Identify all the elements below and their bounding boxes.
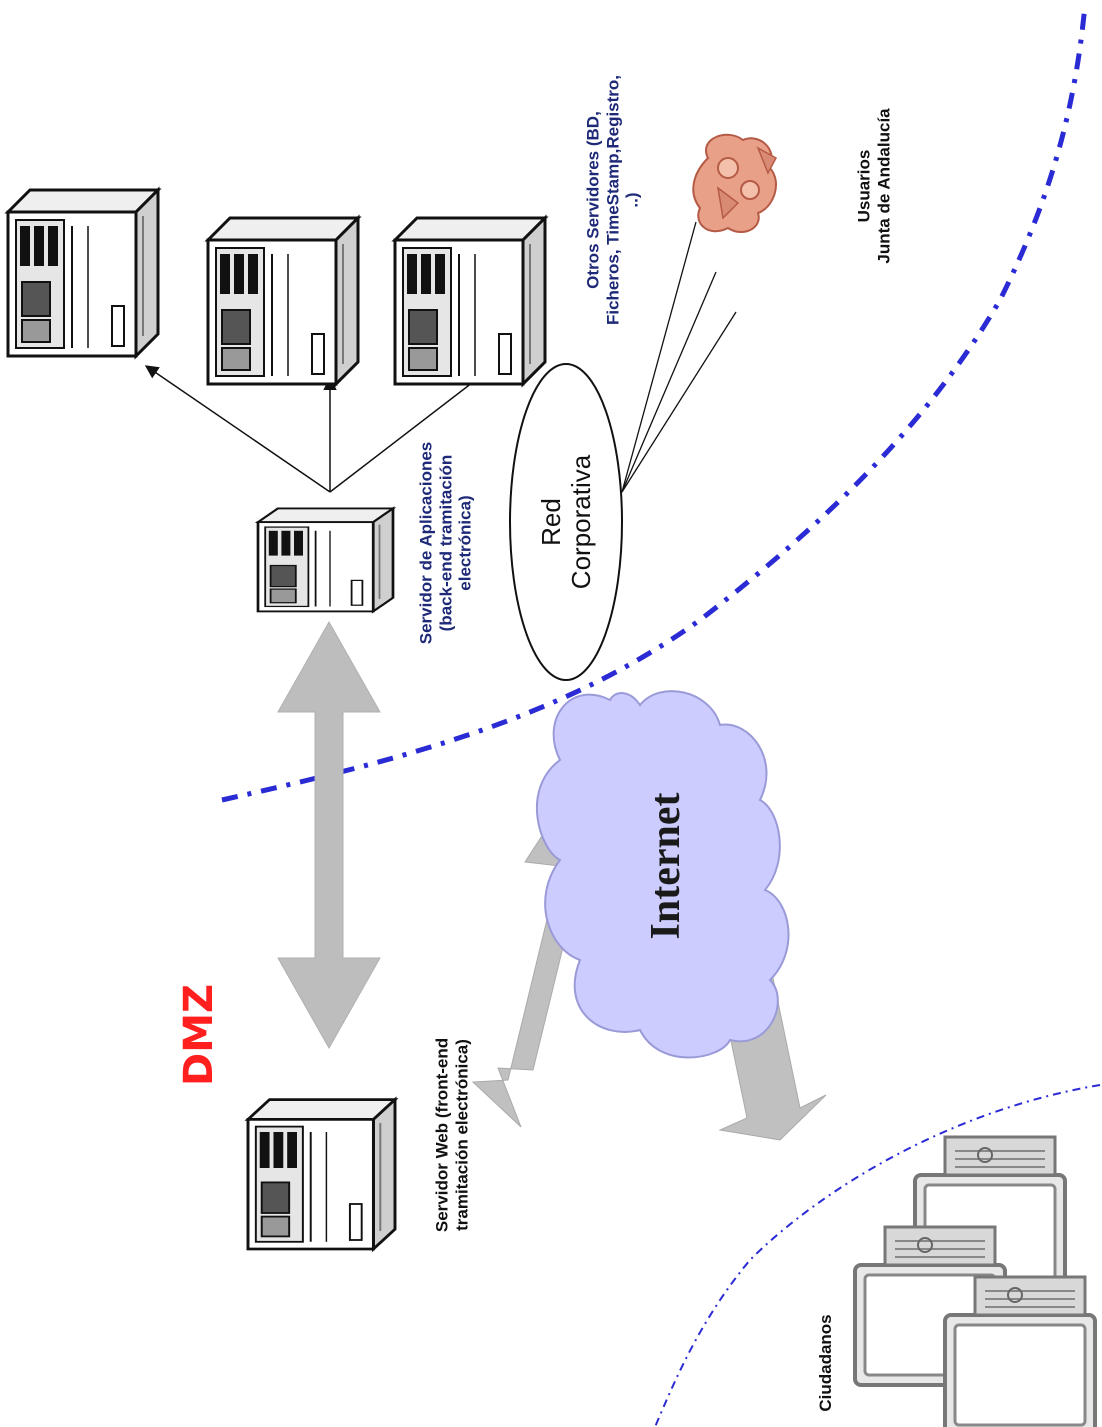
red-corporativa-line2: Corporativa [566, 454, 596, 590]
internet-cloud-icon [535, 690, 790, 1059]
dmz-label: DMZ [176, 983, 222, 1087]
users-label: Usuarios Junta de Andalucía [854, 108, 893, 263]
red-corporativa-ellipse [509, 363, 623, 681]
red-corporativa-line1: Red [536, 498, 567, 546]
users-icon [692, 133, 778, 233]
internet-label: Internet [642, 792, 689, 940]
backend-server-1-icon [6, 188, 160, 358]
web-server-icon [246, 1098, 397, 1251]
citizens-label: Ciudadanos [816, 1314, 836, 1412]
other-servers-label-line2: Ficheros, TimeStamp,Registro, [603, 74, 623, 326]
app-server-label-line1: Servidor de Aplicaciones [416, 441, 436, 645]
users-label-line2: Junta de Andalucía [874, 108, 893, 264]
app-server-label-line3: electrónica) [455, 495, 475, 591]
other-servers-label-line3: ..) [622, 192, 642, 208]
red-corporativa-label: Red Corporativa [536, 454, 597, 590]
backend-server-3-icon [393, 216, 547, 386]
web-server-label: Servidor Web (front-end tramitación elec… [432, 1038, 471, 1232]
citizens-computers-icon [853, 1135, 1097, 1427]
backend-server-2-icon [206, 216, 360, 386]
other-servers-label: Otros Servidores (BD, Ficheros, TimeStam… [584, 75, 643, 325]
double-arrow-dmz [277, 620, 381, 1050]
other-servers-label-line1: Otros Servidores (BD, [583, 111, 603, 289]
citizens-boundary-line [654, 1084, 1101, 1427]
app-server-icon [256, 507, 395, 613]
users-label-line1: Usuarios [854, 149, 874, 223]
web-server-label-line1: Servidor Web (front-end [432, 1037, 452, 1233]
app-server-label-line2: (back-end tramitación [436, 454, 456, 632]
web-server-label-line2: tramitación electrónica) [452, 1039, 471, 1231]
corporate-boundary-line [221, 4, 1088, 803]
app-server-label: Servidor de Aplicaciones (back-end trami… [417, 442, 476, 645]
